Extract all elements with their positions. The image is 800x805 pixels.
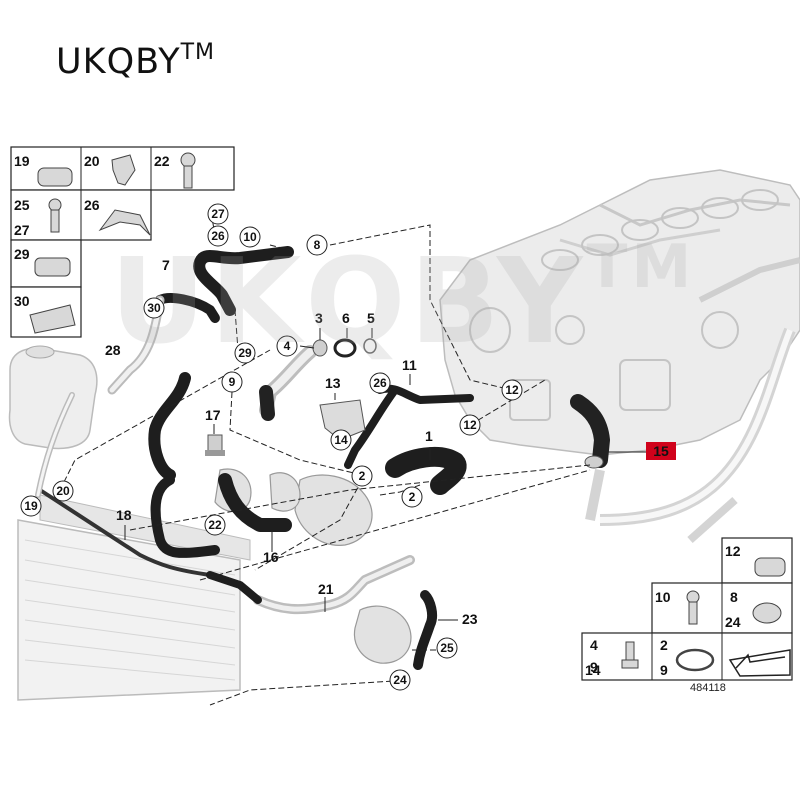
label-4-box: 4 [590, 637, 598, 653]
diagram-reference-number: 484118 [690, 682, 726, 694]
callout-24: 24 [389, 669, 411, 691]
label-9b-box: 9 [660, 662, 668, 678]
callout-25: 25 [436, 637, 458, 659]
bracket-13 [319, 399, 366, 441]
radiator [17, 494, 251, 701]
svg-text:10: 10 [243, 230, 257, 244]
label-21: 21 [318, 581, 334, 597]
label-15: 15 [653, 443, 669, 459]
label-22-box: 22 [154, 153, 170, 169]
label-12-box: 12 [725, 543, 741, 559]
svg-text:12: 12 [505, 383, 519, 397]
label-2-box: 2 [660, 637, 668, 653]
label-18: 18 [116, 507, 132, 523]
callout-29: 29 [234, 342, 256, 364]
svg-text:25: 25 [440, 641, 454, 655]
parts-legend-top-left [10, 146, 235, 338]
callout-22: 22 [204, 514, 226, 536]
plain-label-group: 19 20 22 25 27 26 29 30 7 28 3 6 5 13 11… [14, 153, 741, 678]
pump-housing [214, 468, 412, 664]
label-7: 7 [162, 257, 170, 273]
callout-19: 19 [20, 495, 42, 517]
svg-text:14: 14 [334, 433, 348, 447]
svg-text:19: 19 [24, 499, 38, 513]
label-20-box: 20 [84, 153, 100, 169]
callout-30: 30 [143, 297, 165, 319]
highlight-box-15 [646, 442, 676, 460]
label-6: 6 [342, 310, 350, 326]
label-28: 28 [105, 342, 121, 358]
label-29-box: 29 [14, 246, 30, 262]
label-3: 3 [315, 310, 323, 326]
svg-text:26: 26 [373, 376, 387, 390]
label-1: 1 [425, 428, 433, 444]
seal-6 [312, 338, 377, 358]
label-13: 13 [325, 375, 341, 391]
label-23: 23 [462, 611, 478, 627]
leader-lines [59, 224, 591, 706]
svg-text:2: 2 [359, 469, 366, 483]
callout-8: 8 [306, 234, 328, 256]
callout-14: 14 [330, 429, 352, 451]
callout-20: 20 [52, 480, 74, 502]
label-25-box: 25 [14, 197, 30, 213]
svg-text:12: 12 [463, 418, 477, 432]
hoses [35, 246, 610, 670]
svg-text:27: 27 [211, 207, 225, 221]
svg-text:24: 24 [393, 673, 407, 687]
svg-text:9: 9 [229, 375, 236, 389]
callout-12-b: 12 [459, 414, 481, 436]
label-9-box: 9 [590, 659, 598, 675]
callout-4: 4 [276, 335, 298, 357]
svg-text:8: 8 [314, 238, 321, 252]
svg-text:29: 29 [238, 346, 252, 360]
svg-text:22: 22 [208, 518, 222, 532]
brand-name: UKQBY [56, 42, 181, 82]
label-10-box: 10 [655, 589, 671, 605]
label-5: 5 [367, 310, 375, 326]
svg-text:30: 30 [147, 301, 161, 315]
callout-2-a: 2 [351, 465, 373, 487]
circled-callouts: 27 26 10 8 30 29 9 4 26 12 12 14 2 2 22 … [20, 203, 523, 691]
label-27-box: 27 [14, 222, 30, 238]
label-26-box: 26 [84, 197, 100, 213]
svg-text:4: 4 [284, 339, 291, 353]
svg-text:26: 26 [211, 229, 225, 243]
label-24-box: 24 [725, 614, 741, 630]
engine-block [439, 169, 800, 543]
callout-2-b: 2 [401, 486, 423, 508]
callout-27-top: 27 [207, 203, 229, 225]
svg-text:20: 20 [56, 484, 70, 498]
sensor-17 [205, 434, 225, 456]
label-16: 16 [263, 549, 279, 565]
brand-tm: TM [180, 40, 216, 65]
label-19-box: 19 [14, 153, 30, 169]
label-14-box: 14 [585, 662, 601, 678]
callout-26-top: 26 [207, 225, 229, 247]
svg-text:2: 2 [409, 490, 416, 504]
label-17: 17 [205, 407, 221, 423]
callout-9: 9 [221, 371, 243, 393]
expansion-tank [8, 345, 98, 450]
label-11: 11 [402, 357, 417, 373]
label-30-box: 30 [14, 293, 30, 309]
callout-26-mid: 26 [369, 372, 391, 394]
callout-10: 10 [239, 226, 261, 248]
label-8-box: 8 [730, 589, 738, 605]
callout-12-a: 12 [501, 379, 523, 401]
parts-legend-bottom-right [581, 537, 793, 681]
brand-title: UKQBYTM [56, 40, 216, 82]
